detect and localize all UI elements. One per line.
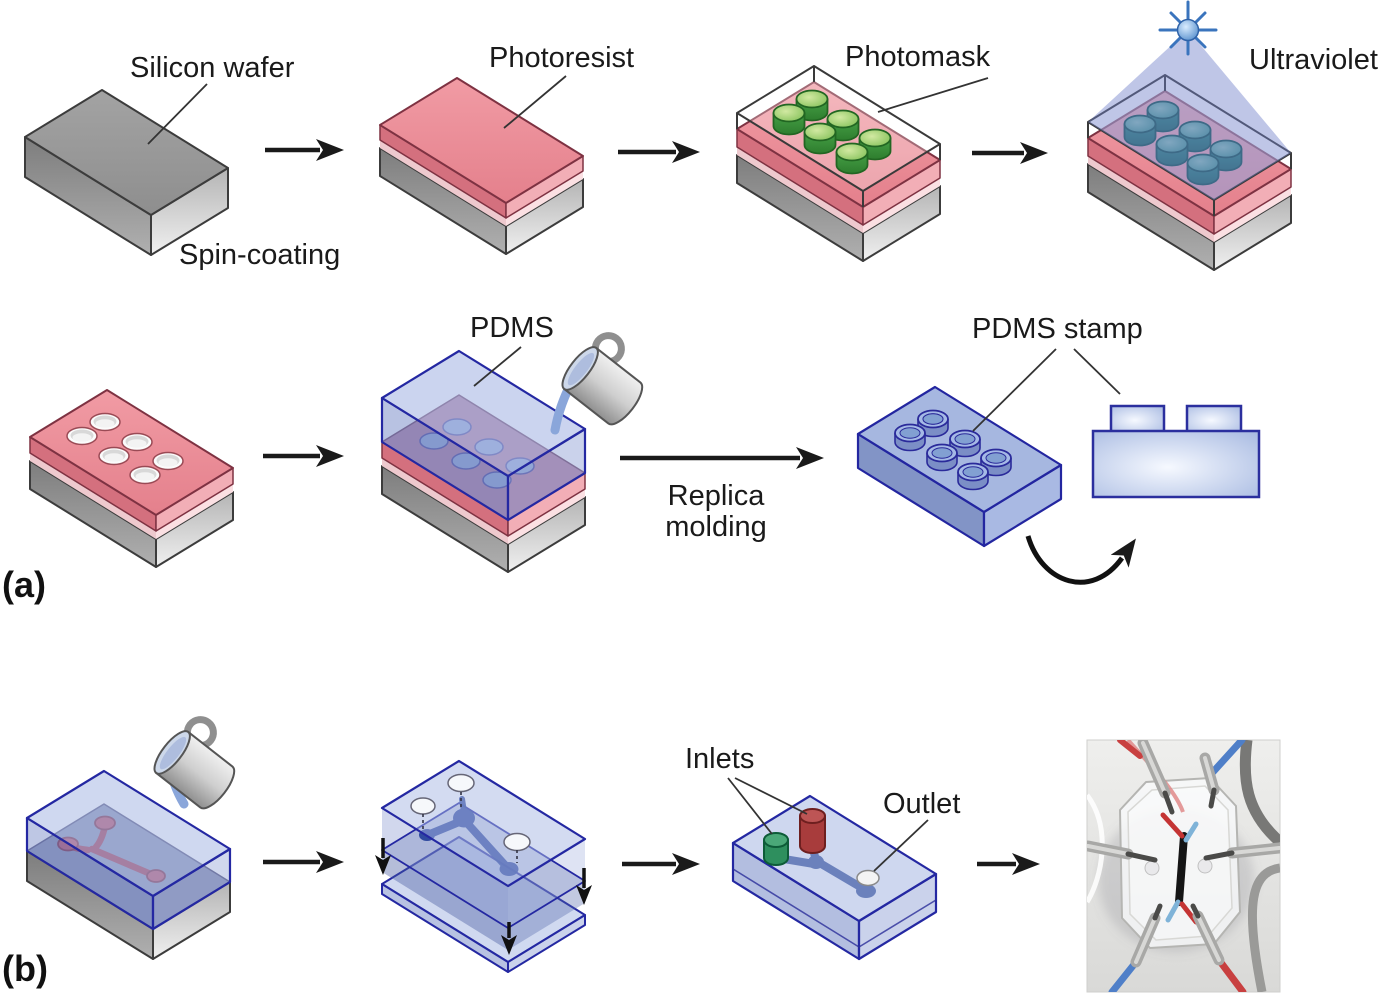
pdms-stamp-cross-section <box>1091 404 1261 499</box>
leader-line <box>473 346 522 387</box>
label-photomask: Photomask <box>845 41 991 73</box>
leader-line <box>727 777 808 835</box>
label-spin-coating: Spin-coating <box>179 239 341 271</box>
master-holes <box>66 412 184 485</box>
pdms-replica-block <box>856 385 1063 548</box>
inlet-green-cylinder <box>763 832 789 866</box>
inlet-red-cylinder <box>799 808 826 854</box>
bond-seam-line <box>732 868 937 948</box>
label-replica-molding-line1: Replica <box>667 480 765 512</box>
label-pdms: PDMS <box>470 312 554 344</box>
pdms-pour-block <box>380 326 661 573</box>
mold-pour-block <box>25 710 253 960</box>
label-pdms-stamp: PDMS stamp <box>972 313 1143 345</box>
pour-cup-icon <box>557 326 661 429</box>
label-ultraviolet: Ultraviolet <box>1249 44 1378 76</box>
leader-line <box>147 83 208 145</box>
tubing-red <box>1215 956 1247 992</box>
microfluidic-device-block <box>727 777 938 961</box>
label-photoresist: Photoresist <box>489 42 635 74</box>
label-replica-molding-line2: molding <box>665 511 767 543</box>
panel-b-letter: (b) <box>2 948 48 989</box>
outlet-hole <box>856 869 880 887</box>
photoresist-block <box>379 75 584 255</box>
tubing-blue <box>1209 740 1246 776</box>
bonding-block <box>375 759 592 973</box>
punched-holes <box>410 773 531 852</box>
label-replica-molding: Replica molding <box>630 481 802 543</box>
leader-line <box>972 348 1057 432</box>
panel-a-letter: (a) <box>2 564 46 605</box>
metal-pins <box>1087 740 1280 968</box>
tubing-red <box>1117 740 1143 759</box>
uv-light-icon <box>1158 0 1218 56</box>
uv-exposure-block <box>1087 0 1292 271</box>
tubing-gray-cable <box>1247 863 1280 992</box>
pour-cup-icon <box>149 710 253 813</box>
tubing-blue <box>1108 958 1140 992</box>
photomask-feature-cylinders <box>772 89 892 175</box>
silicon-wafer-block <box>24 83 229 256</box>
developed-master-block <box>29 389 234 568</box>
main-channel <box>1175 832 1188 906</box>
exposed-feature-cylinders <box>1123 100 1243 186</box>
label-silicon-wafer: Silicon wafer <box>130 52 295 84</box>
replica-wells <box>894 409 1012 491</box>
leader-line <box>1073 348 1121 395</box>
tubing-gray-cable <box>1239 740 1280 847</box>
flip-arrow-icon <box>1025 535 1136 585</box>
label-inlets: Inlets <box>685 743 755 775</box>
leader-line <box>873 819 929 872</box>
leader-line <box>877 77 989 113</box>
label-outlet: Outlet <box>883 788 961 820</box>
photomask-block <box>736 65 989 262</box>
hole-alignment-dotted-lines <box>422 792 518 863</box>
device-photograph <box>1086 739 1281 993</box>
leader-line <box>503 75 567 129</box>
uv-light-cone <box>1088 30 1291 200</box>
